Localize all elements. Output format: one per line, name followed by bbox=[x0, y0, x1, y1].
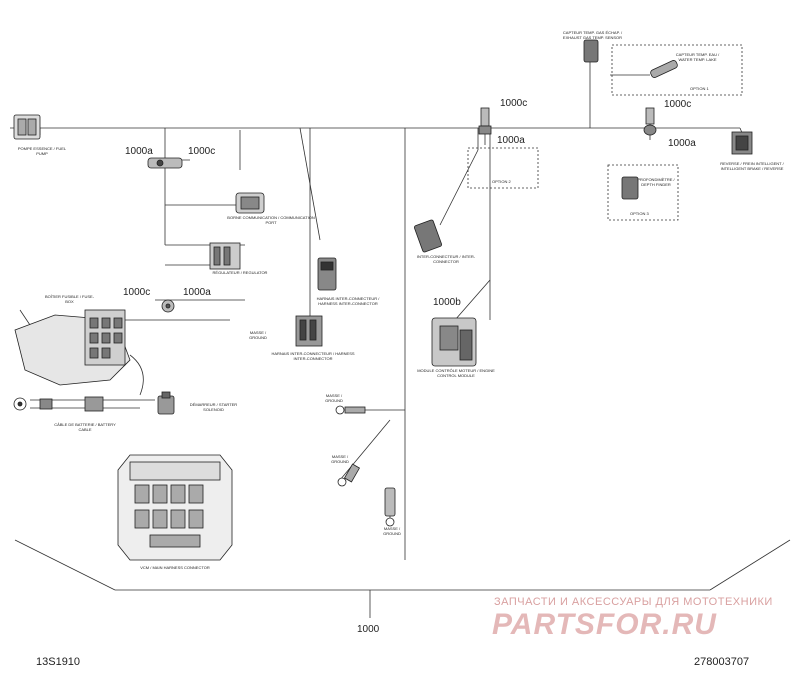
option3-label: OPTION 3 bbox=[630, 211, 649, 216]
fuel-pump-label: POMPE ESSENCE / FUEL PUMP bbox=[17, 146, 67, 156]
option3-box bbox=[607, 164, 679, 221]
vcm-module bbox=[117, 454, 233, 561]
watermark-caption: ЗАПЧАСТИ И АКСЕССУАРЫ ДЛЯ МОТОТЕХНИКИ bbox=[494, 596, 773, 608]
engine-control-module bbox=[431, 317, 477, 367]
water-temp-sensor bbox=[650, 60, 678, 78]
ground-lug-low bbox=[337, 463, 361, 487]
depth-finder-connector bbox=[621, 176, 639, 200]
harness-connector-2 bbox=[295, 315, 323, 347]
ref-1000a-fuse: 1000a bbox=[183, 287, 211, 298]
inter-connector bbox=[413, 219, 443, 253]
harness-connector-1 bbox=[317, 257, 337, 291]
part-number: 278003707 bbox=[694, 656, 750, 668]
vcm-label: VCM / MAIN HARNESS CONNECTOR bbox=[140, 565, 210, 570]
battery-cable-terminal bbox=[13, 396, 104, 412]
option1-label: OPTION 1 bbox=[690, 86, 709, 91]
engine-module-label: MODULE CONTRÔLE MOTEUR / ENGINE CONTROL … bbox=[417, 368, 495, 378]
watermark-logo: PARTSFOR.RU bbox=[492, 608, 717, 641]
regulator-label: RÉGULATEUR / REGULATOR bbox=[212, 270, 268, 275]
ground-lug-bottom bbox=[384, 487, 396, 527]
ref-1000a-right: 1000a bbox=[668, 138, 696, 149]
sensor-1000c-left bbox=[147, 157, 183, 169]
ground-left-label: MASSE / GROUND bbox=[249, 330, 267, 340]
frame-bottom-left bbox=[14, 539, 116, 591]
ground-terminal-left bbox=[161, 299, 175, 313]
battery-cable-label: CÂBLE DE BATTERIE / BATTERY CABLE bbox=[54, 422, 116, 432]
ref-1000c-right: 1000c bbox=[664, 99, 692, 110]
fuse-box bbox=[14, 309, 131, 386]
option1-box bbox=[611, 44, 743, 96]
depth-finder-label: PROFONDIMÈTRE / DEPTH FINDER bbox=[637, 177, 675, 187]
inter-connector-label: INTER-CONNECTEUR / INTER-CONNECTOR bbox=[416, 254, 476, 264]
ref-1000-main: 1000 bbox=[357, 624, 380, 635]
starter-solenoid bbox=[157, 391, 175, 415]
ground-bottom-label: MASSE / GROUND bbox=[383, 526, 401, 536]
sensor-1000c-center bbox=[478, 107, 492, 135]
diagram-code: 13S1910 bbox=[36, 656, 81, 668]
starter-solenoid-label: DÉMARREUR / STARTER SOLENOID bbox=[189, 402, 238, 412]
branch-inter-connector bbox=[439, 149, 479, 226]
exhaust-sensor-label: CAPTEUR TEMP. GAS ÉCHAP. / EXHAUST GAS T… bbox=[562, 30, 623, 40]
water-sensor-label: CAPTEUR TEMP. EAU / WATER TEMP. LAKE bbox=[675, 52, 720, 62]
harness-connector-1-label: HARNAIS INTER-CONNECTEUR / HARNESS INTER… bbox=[316, 296, 380, 306]
fuse-box-label: BOÎTIER FUSIBLE / FUSE-BOX bbox=[44, 294, 95, 304]
comm-port-connector bbox=[235, 192, 265, 214]
ref-1000c-left: 1000c bbox=[188, 146, 216, 157]
harness-connector-2-label: HARNAIS INTER-CONNECTEUR / HARNESS INTER… bbox=[271, 351, 355, 361]
ref-1000b: 1000b bbox=[433, 297, 461, 308]
comm-port-label: BORNE COMMUNICATION / COMMUNICATION PORT bbox=[227, 215, 315, 225]
ref-1000c-center: 1000c bbox=[500, 98, 528, 109]
ref-1000c-fuse: 1000c bbox=[123, 287, 151, 298]
option2-box bbox=[467, 147, 539, 189]
option2-label: OPTION 2 bbox=[492, 179, 511, 184]
sensor-1000c-right bbox=[643, 107, 657, 136]
ref-1000a-left: 1000a bbox=[125, 146, 153, 157]
ground-lug-mid bbox=[335, 405, 366, 415]
regulator-connector bbox=[209, 242, 241, 270]
ref-1000a-center: 1000a bbox=[497, 135, 525, 146]
frame-bottom-right bbox=[709, 539, 791, 591]
exhaust-sensor bbox=[583, 39, 599, 63]
ibr-label: REVERSE / FREIN INTELLIGENT / INTELLIGEN… bbox=[720, 161, 784, 171]
ground-mid-label: MASSE / GROUND bbox=[325, 393, 343, 403]
ibr-connector bbox=[731, 131, 753, 155]
fuel-pump-connector bbox=[13, 114, 41, 140]
ground-low-label: MASSE / GROUND bbox=[331, 454, 349, 464]
